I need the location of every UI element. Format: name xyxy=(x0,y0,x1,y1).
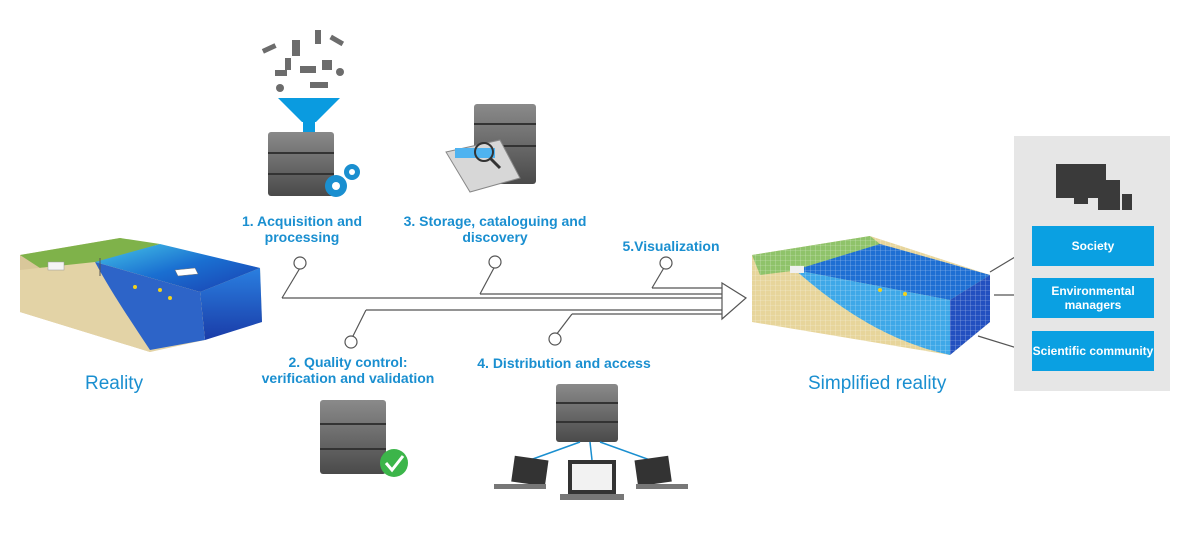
server-quality-check-icon xyxy=(320,400,408,477)
step-1-label: 1. Acquisition and processing xyxy=(241,213,363,245)
reality-label: Reality xyxy=(85,373,144,394)
step-5-label: 5.Visualization xyxy=(622,238,720,254)
step-4-label: 4. Distribution and access xyxy=(477,355,651,371)
flow-arrow xyxy=(281,255,748,349)
step-2-label: 2. Quality control: verification and val… xyxy=(261,354,435,386)
audience-society: Society xyxy=(1032,226,1154,266)
devices-icon xyxy=(1056,164,1132,210)
reality-block-diagram xyxy=(20,238,262,352)
audience-panel: Society Environmental managers Scientifi… xyxy=(1014,136,1170,391)
server-funnel-gears-icon xyxy=(261,30,360,197)
audience-environmental-managers: Environmental managers xyxy=(1032,278,1154,318)
step-3-label: 3. Storage, cataloguing and discovery xyxy=(403,213,587,245)
server-laptops-icon xyxy=(494,384,688,500)
audience-scientific-community: Scientific community xyxy=(1032,331,1154,371)
server-archive-drawer-icon xyxy=(445,104,536,193)
simplified-block-diagram xyxy=(752,236,990,355)
simplified-reality-label: Simplified reality xyxy=(808,373,947,394)
